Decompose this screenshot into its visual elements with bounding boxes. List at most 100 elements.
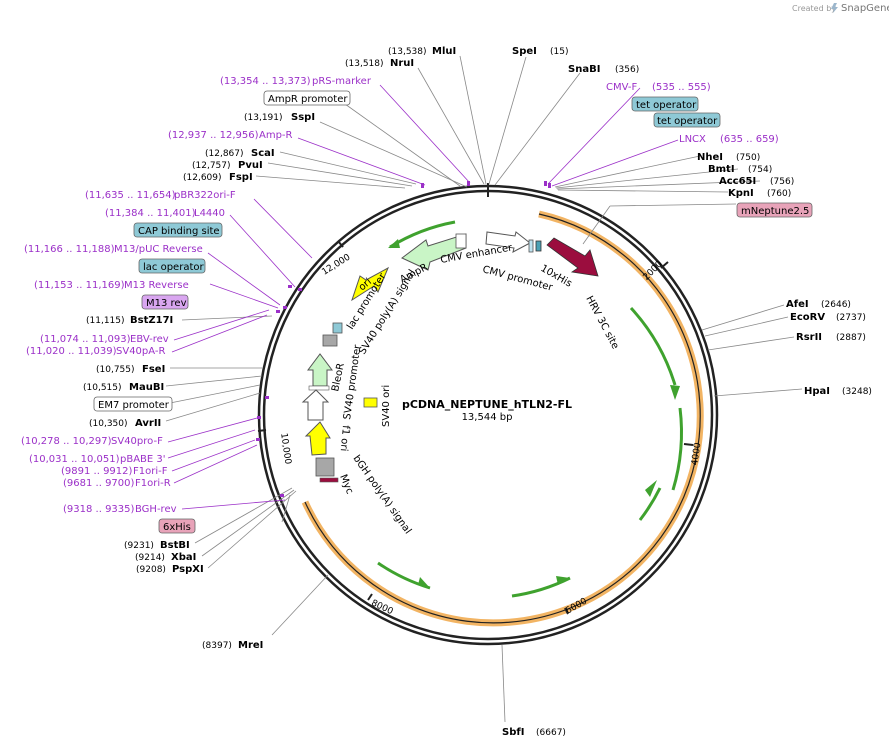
primer-f1ori-f[interactable]: F1ori-F: [133, 466, 168, 477]
coord-scai: (12,867): [205, 149, 244, 159]
primer-sv40pa-r[interactable]: SV40pA-R: [116, 346, 165, 357]
label-bgh-polya: bGH poly(A) signal: [351, 453, 414, 536]
enzyme-mlui[interactable]: MluI: [432, 46, 456, 57]
coord-rsrii: (2887): [836, 333, 866, 343]
label-hrv-3c: HRV 3C site: [583, 294, 620, 351]
hrv-3c-arrow: [546, 237, 599, 277]
enzyme-kpni[interactable]: KpnI: [728, 188, 754, 199]
ampr-top-arrowhead: [388, 239, 400, 248]
primer-l4440[interactable]: L4440: [194, 208, 225, 219]
enzyme-snabi[interactable]: SnaBI: [568, 64, 600, 75]
coord-sbfi: (6667): [536, 728, 566, 738]
enzyme-spei[interactable]: SpeI: [512, 46, 537, 57]
coord-fspi: (12,609): [183, 173, 222, 183]
tet-operator-box-1[interactable]: [631, 96, 699, 112]
ampr-promoter-block: [455, 233, 467, 249]
primer-ebv-rev[interactable]: EBV-rev: [130, 334, 169, 345]
coord-xbai: (9214): [135, 553, 165, 563]
plasmid-length: 13,544 bp: [462, 412, 513, 423]
em7-promoter-box[interactable]: [93, 396, 173, 412]
snapgene-logo-icon: [831, 3, 838, 13]
primer-pbabe3[interactable]: pBABE 3': [120, 454, 166, 465]
primer-sv40pro-f-pos: (10,278 .. 10,297): [21, 436, 112, 447]
primer-lncx[interactable]: LNCX: [679, 134, 706, 145]
primer-prs-marker[interactable]: pRS-marker: [312, 76, 372, 87]
enzyme-afei[interactable]: AfeI: [786, 299, 809, 310]
primer-m13-reverse[interactable]: M13 Reverse: [124, 280, 189, 291]
primer-bgh-rev[interactable]: BGH-rev: [135, 504, 177, 515]
label-tet-operator-1: tet operator: [636, 100, 697, 111]
ampr-promoter-box[interactable]: [263, 90, 351, 106]
enzyme-avrii[interactable]: AvrII: [135, 418, 161, 429]
label-bleor: BleoR: [330, 362, 347, 393]
coord-spei: (15): [550, 47, 568, 57]
enzyme-sbfi[interactable]: SbfI: [502, 727, 524, 738]
coord-acc65i: (756): [770, 177, 794, 187]
label-sv40-ori: SV40 ori: [381, 385, 392, 427]
coord-avrii: (10,350): [89, 419, 128, 429]
enzyme-pvui[interactable]: PvuI: [238, 160, 263, 171]
primer-amp-r[interactable]: Amp-R: [259, 130, 293, 141]
primer-m13puc-reverse[interactable]: M13/pUC Reverse: [114, 244, 203, 255]
tick-marks: [257, 183, 694, 615]
enzyme-bstbi[interactable]: BstBI: [160, 540, 190, 551]
label-cap-binding-site: CAP binding site: [138, 226, 220, 237]
primer-m13-reverse-pos: (11,153 .. 11,169): [34, 280, 125, 291]
coord-bstz17i: (11,115): [86, 316, 125, 326]
m13-rev-box[interactable]: [141, 294, 189, 310]
label-mneptune: mNeptune2.5: [741, 206, 809, 217]
primer-pbabe3-pos: (10,031 .. 10,051): [29, 454, 120, 465]
enzyme-bstz17i[interactable]: BstZ17I: [130, 315, 173, 326]
mneptune-box[interactable]: [736, 202, 813, 218]
tick-10000: 10,000: [278, 432, 292, 465]
bleor-arrow: [307, 353, 333, 387]
primer-marks: [256, 181, 551, 497]
coord-snabi: (356): [615, 65, 639, 75]
enzyme-fsei[interactable]: FseI: [142, 364, 165, 375]
bgh-polya-block: [315, 457, 335, 477]
enzyme-hpai[interactable]: HpaI: [804, 386, 830, 397]
label-myc: Myc: [337, 473, 355, 496]
enzyme-nrui[interactable]: NruI: [390, 58, 414, 69]
primer-pbr322ori-f[interactable]: pBR322ori-F: [174, 190, 236, 201]
primer-prs-marker-pos: (13,354 .. 13,373): [220, 76, 311, 87]
label-m13-rev: M13 rev: [146, 298, 187, 309]
lac-operator-box[interactable]: [138, 258, 206, 274]
label-sv40-promoter: SV40 promoter: [342, 343, 364, 420]
sv40-ori-block: [363, 397, 378, 408]
tet-operator-box-2[interactable]: [653, 112, 721, 128]
primer-cmv-f[interactable]: CMV-F: [606, 82, 637, 93]
primer-sv40pro-f[interactable]: SV40pro-F: [111, 436, 163, 447]
primer-f1ori-r-pos: (9681 .. 9700): [63, 478, 135, 489]
enzyme-mrei[interactable]: MreI: [238, 640, 263, 651]
orf-arc-line: [304, 213, 701, 624]
enzyme-fspi[interactable]: FspI: [229, 172, 253, 183]
enzyme-pspxi[interactable]: PspXI: [172, 564, 204, 575]
label-tet-operator-2: tet operator: [657, 116, 718, 127]
six-his-box[interactable]: [158, 518, 196, 534]
ori-arrow: [351, 266, 390, 302]
cap-binding-site-box[interactable]: [133, 222, 223, 238]
orf-green-arrows: [377, 306, 683, 598]
primer-bgh-rev-pos: (9318 .. 9335): [63, 504, 135, 515]
enzyme-sspi[interactable]: SspI: [291, 112, 315, 123]
enzyme-maubi[interactable]: MauBI: [129, 382, 164, 393]
enzyme-bmti[interactable]: BmtI: [708, 164, 735, 175]
f1-ori-arrow: [304, 421, 331, 456]
primer-f1ori-r[interactable]: F1ori-R: [135, 478, 171, 489]
coord-kpni: (760): [767, 189, 791, 199]
coord-nrui: (13,518): [345, 59, 384, 69]
enzyme-nhei[interactable]: NheI: [697, 152, 723, 163]
coord-maubi: (10,515): [83, 383, 122, 393]
enzyme-ecorv[interactable]: EcoRV: [790, 312, 825, 323]
enzyme-rsrii[interactable]: RsrII: [796, 332, 822, 343]
enzyme-acc65i[interactable]: Acc65I: [719, 176, 756, 187]
enzyme-scai[interactable]: ScaI: [251, 148, 275, 159]
primer-sv40pa-r-pos: (11,020 .. 11,039): [26, 346, 117, 357]
enzyme-xbai[interactable]: XbaI: [171, 552, 196, 563]
cmv-enhancer-arrow: [485, 231, 531, 253]
coord-hpai: (3248): [842, 387, 872, 397]
tick-4000: 4000: [690, 442, 703, 466]
coord-bstbi: (9231): [124, 541, 154, 551]
